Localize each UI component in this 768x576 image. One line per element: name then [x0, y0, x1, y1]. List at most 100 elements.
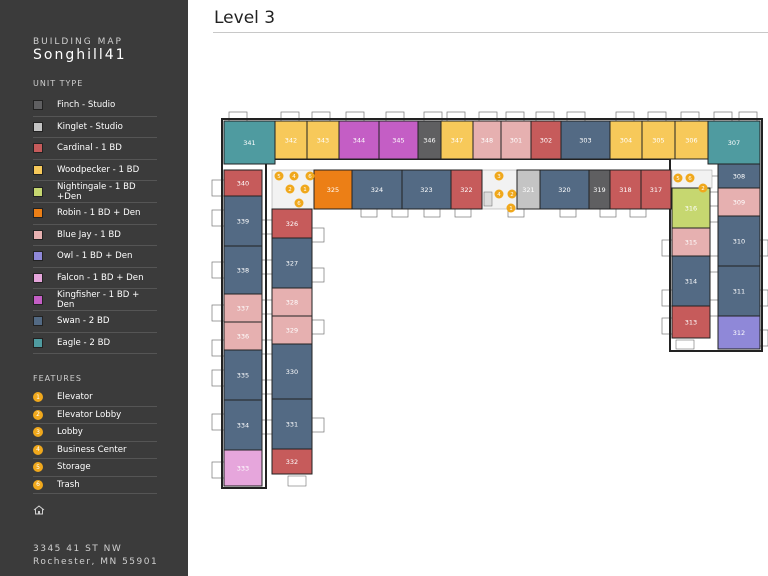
feature-marker-dot[interactable]	[507, 189, 517, 199]
unit-310[interactable]: 310	[717, 215, 761, 267]
unit-shape[interactable]	[671, 187, 711, 229]
unit-shape[interactable]	[223, 195, 263, 247]
unit-314[interactable]: 314	[671, 255, 711, 307]
unit-330[interactable]: 330	[271, 343, 313, 400]
unit-339[interactable]: 339	[223, 195, 263, 247]
unit-type-item[interactable]: Cardinal - 1 BD	[33, 138, 157, 160]
feature-marker-dot[interactable]	[274, 171, 284, 181]
feature-marker-dot[interactable]	[494, 189, 504, 199]
unit-334[interactable]: 334	[223, 399, 263, 451]
unit-shape[interactable]	[717, 163, 761, 189]
feature-marker[interactable]: 1	[506, 203, 516, 213]
unit-type-item[interactable]: Kinglet - Studio	[33, 117, 157, 139]
unit-shape[interactable]	[500, 120, 532, 160]
unit-340[interactable]: 340	[223, 169, 263, 197]
feature-marker-dot[interactable]	[300, 184, 310, 194]
unit-308[interactable]: 308	[717, 163, 761, 189]
unit-347[interactable]: 347	[440, 120, 474, 160]
unit-318[interactable]: 318	[609, 169, 642, 210]
unit-315[interactable]: 315	[671, 227, 711, 257]
unit-shape[interactable]	[271, 237, 313, 289]
feature-marker[interactable]: 2	[285, 184, 295, 194]
unit-shape[interactable]	[271, 208, 313, 239]
unit-319[interactable]: 319	[588, 169, 611, 210]
unit-328[interactable]: 328	[271, 287, 313, 317]
unit-shape[interactable]	[641, 120, 676, 160]
feature-marker[interactable]: 4	[494, 189, 504, 199]
unit-333[interactable]: 333	[223, 449, 263, 487]
unit-shape[interactable]	[671, 227, 711, 257]
unit-329[interactable]: 329	[271, 315, 313, 345]
feature-marker-dot[interactable]	[698, 183, 708, 193]
unit-shape[interactable]	[223, 293, 263, 323]
unit-type-item[interactable]: Kingfisher - 1 BD + Den	[33, 289, 157, 311]
unit-shape[interactable]	[271, 343, 313, 400]
unit-shape[interactable]	[271, 448, 313, 475]
unit-shape[interactable]	[271, 315, 313, 345]
unit-325[interactable]: 325	[313, 169, 353, 210]
unit-type-item[interactable]: Eagle - 2 BD	[33, 333, 157, 355]
unit-312[interactable]: 312	[717, 315, 761, 350]
unit-309[interactable]: 309	[717, 187, 761, 217]
unit-type-item[interactable]: Swan - 2 BD	[33, 311, 157, 333]
unit-shape[interactable]	[223, 321, 263, 351]
feature-marker[interactable]: 5	[274, 171, 284, 181]
home-icon[interactable]	[33, 505, 45, 515]
unit-type-item[interactable]: Robin - 1 BD + Den	[33, 203, 157, 225]
unit-shape[interactable]	[671, 255, 711, 307]
unit-shape[interactable]	[609, 169, 642, 210]
unit-335[interactable]: 335	[223, 349, 263, 401]
unit-shape[interactable]	[274, 120, 308, 160]
unit-type-item[interactable]: Nightingale - 1 BD +Den	[33, 181, 157, 203]
unit-shape[interactable]	[223, 399, 263, 451]
unit-shape[interactable]	[378, 120, 419, 160]
unit-shape[interactable]	[640, 169, 672, 210]
unit-346[interactable]: 346	[417, 120, 442, 160]
unit-type-item[interactable]: Woodpecker - 1 BD	[33, 160, 157, 182]
unit-302[interactable]: 302	[530, 120, 562, 160]
unit-345[interactable]: 345	[378, 120, 419, 160]
unit-304[interactable]: 304	[609, 120, 643, 160]
unit-shape[interactable]	[560, 120, 611, 160]
feature-marker[interactable]: 6	[294, 198, 304, 208]
unit-shape[interactable]	[223, 245, 263, 295]
feature-marker[interactable]: 5	[673, 173, 683, 183]
unit-341[interactable]: 341	[223, 120, 276, 165]
unit-311[interactable]: 311	[717, 265, 761, 317]
unit-shape[interactable]	[223, 449, 263, 487]
unit-337[interactable]: 337	[223, 293, 263, 323]
unit-338[interactable]: 338	[223, 245, 263, 295]
unit-327[interactable]: 327	[271, 237, 313, 289]
unit-313[interactable]: 313	[671, 305, 711, 339]
unit-shape[interactable]	[338, 120, 380, 160]
unit-331[interactable]: 331	[271, 398, 313, 450]
unit-shape[interactable]	[717, 265, 761, 317]
unit-342[interactable]: 342	[274, 120, 308, 160]
unit-305[interactable]: 305	[641, 120, 676, 160]
feature-marker[interactable]: 6	[685, 173, 695, 183]
feature-marker-dot[interactable]	[673, 173, 683, 183]
unit-shape[interactable]	[717, 215, 761, 267]
feature-marker-dot[interactable]	[305, 171, 315, 181]
unit-320[interactable]: 320	[539, 169, 590, 210]
unit-shape[interactable]	[313, 169, 353, 210]
unit-shape[interactable]	[223, 349, 263, 401]
unit-321[interactable]: 321	[516, 169, 541, 210]
unit-shape[interactable]	[450, 169, 483, 210]
feature-marker[interactable]: 6	[305, 171, 315, 181]
unit-shape[interactable]	[401, 169, 452, 210]
unit-301[interactable]: 301	[500, 120, 532, 160]
unit-shape[interactable]	[223, 169, 263, 197]
unit-shape[interactable]	[530, 120, 562, 160]
unit-336[interactable]: 336	[223, 321, 263, 351]
unit-shape[interactable]	[671, 305, 711, 339]
unit-323[interactable]: 323	[401, 169, 452, 210]
unit-shape[interactable]	[717, 315, 761, 350]
unit-326[interactable]: 326	[271, 208, 313, 239]
